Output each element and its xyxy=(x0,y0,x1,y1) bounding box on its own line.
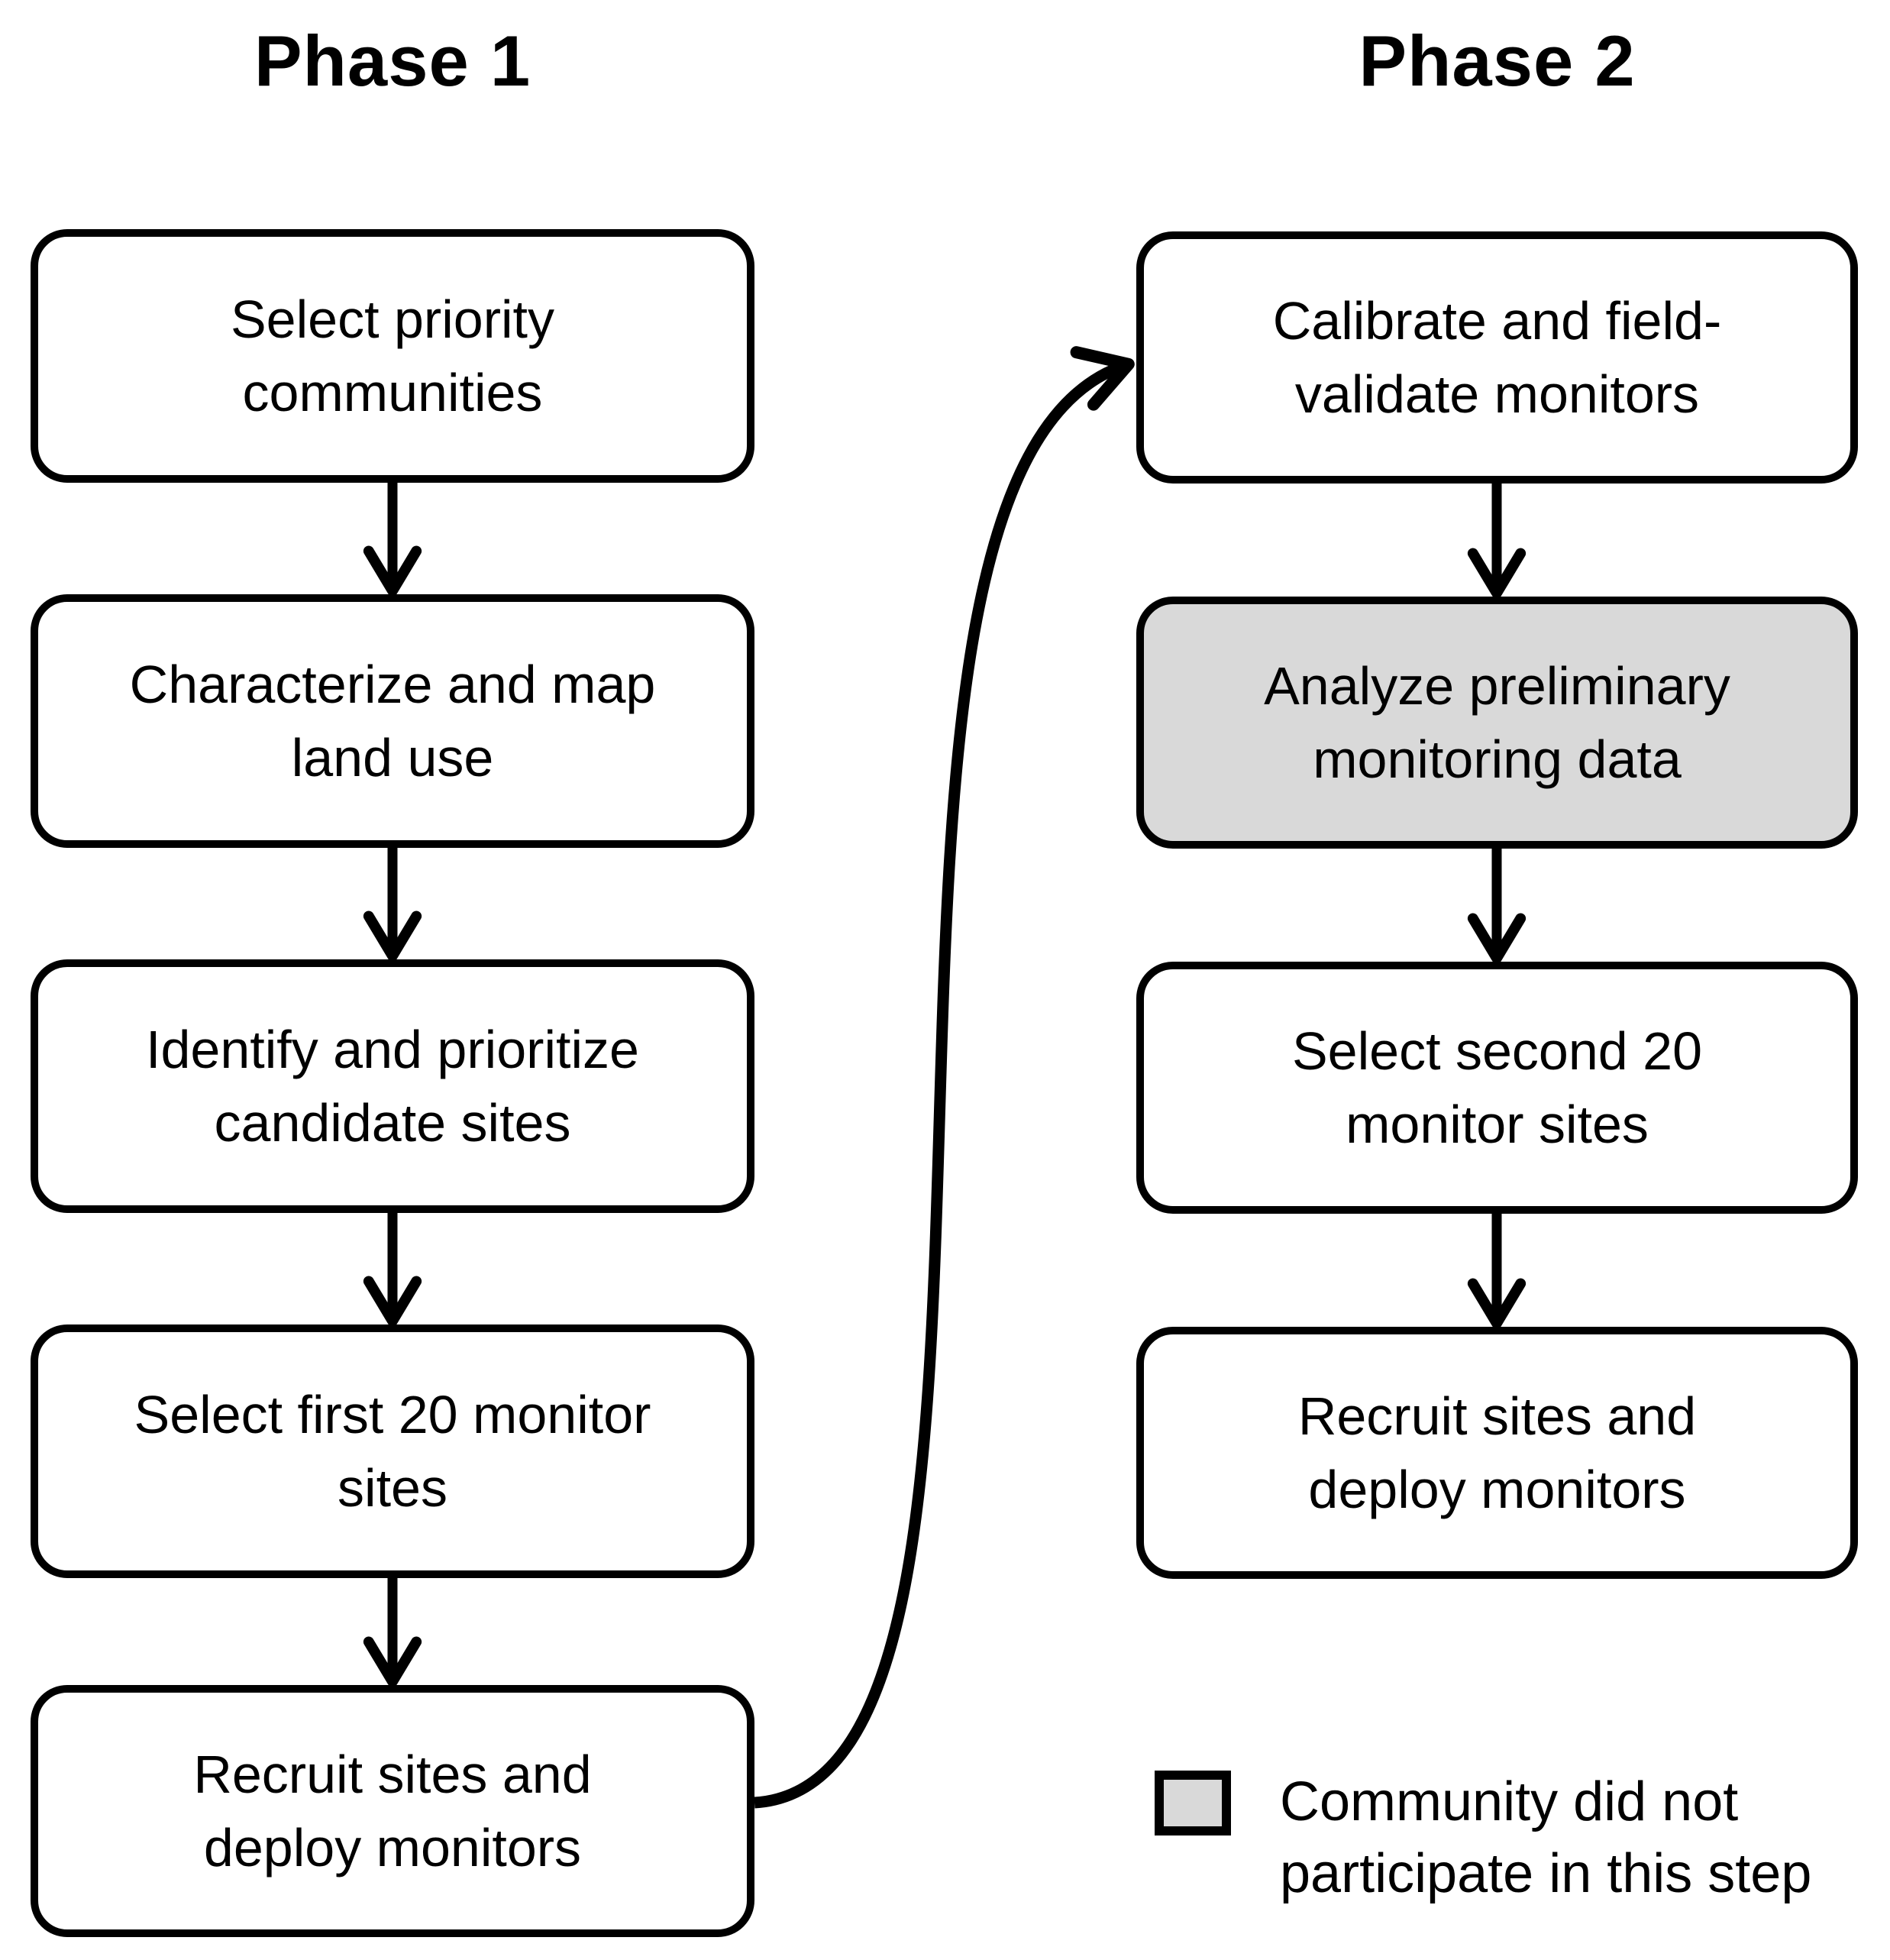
step-label: Select priority communities xyxy=(230,289,555,422)
phase1-title: Phase 1 xyxy=(254,21,531,101)
step-label: Select first 20 monitor sites xyxy=(134,1385,651,1518)
step-label: Analyze preliminary monitoring data xyxy=(1264,656,1730,789)
step-calibrate-field-validate-monitors: Calibrate and field- validate monitors xyxy=(1136,231,1858,484)
step-analyze-preliminary-monitoring-data: Analyze preliminary monitoring data xyxy=(1136,597,1858,849)
step-identify-prioritize-candidate-sites: Identify and prioritize candidate sites xyxy=(31,959,754,1213)
arrow-phase1-to-phase2 xyxy=(754,346,1135,1809)
step-characterize-map-land-use: Characterize and map land use xyxy=(31,594,754,848)
phase2-title: Phase 2 xyxy=(1359,21,1636,101)
step-label: Calibrate and field- validate monitors xyxy=(1272,291,1722,424)
step-recruit-sites-deploy-monitors-phase1: Recruit sites and deploy monitors xyxy=(31,1685,754,1937)
step-select-first-20-monitor-sites: Select first 20 monitor sites xyxy=(31,1324,754,1578)
step-recruit-sites-deploy-monitors-phase2: Recruit sites and deploy monitors xyxy=(1136,1327,1858,1579)
step-label: Select second 20 monitor sites xyxy=(1291,1021,1703,1154)
legend-swatch xyxy=(1155,1771,1231,1835)
step-label: Characterize and map land use xyxy=(129,655,656,788)
step-label: Recruit sites and deploy monitors xyxy=(1297,1386,1697,1519)
step-label: Identify and prioritize candidate sites xyxy=(146,1020,639,1153)
step-select-second-20-monitor-sites: Select second 20 monitor sites xyxy=(1136,962,1858,1214)
step-label: Recruit sites and deploy monitors xyxy=(193,1745,592,1878)
legend-label: Community did not participate in this st… xyxy=(1280,1771,1812,1904)
step-select-priority-communities: Select priority communities xyxy=(31,229,754,483)
